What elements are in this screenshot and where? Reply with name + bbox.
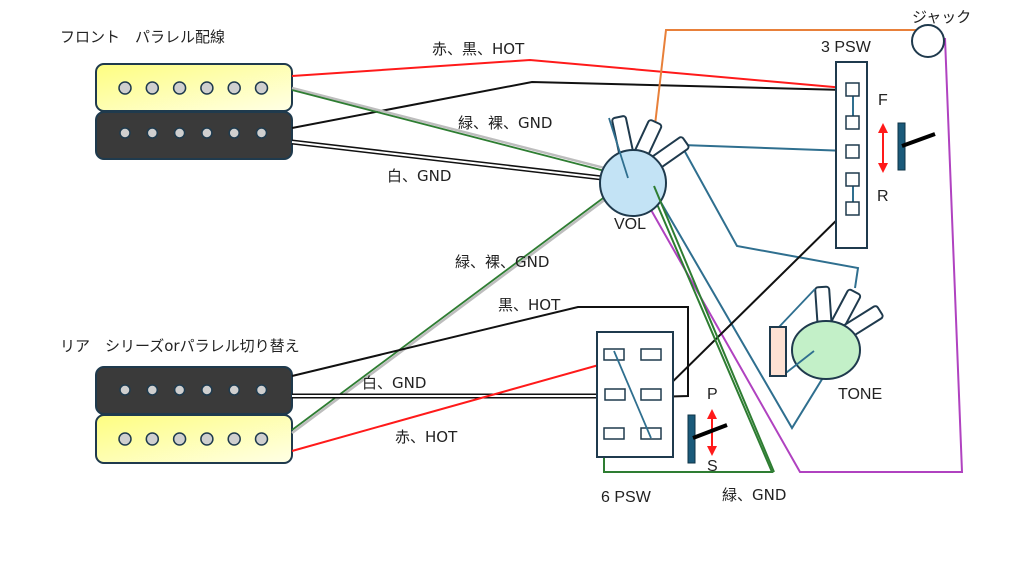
pole-piece (254, 432, 269, 446)
pole-piece (201, 384, 213, 396)
pole-pieces (118, 432, 269, 446)
pole-pieces (119, 384, 268, 396)
3psw-terminal (845, 144, 860, 159)
6psw-lever[interactable] (692, 423, 728, 440)
wire-rear-red-hot (291, 360, 614, 452)
tone-pot-body (791, 320, 861, 380)
pole-piece (146, 127, 159, 139)
pole-piece (145, 81, 160, 95)
front-pickup (95, 63, 293, 160)
wire-jack-ground-purple (637, 37, 964, 473)
6psw-terminal (640, 348, 662, 361)
pole-piece (254, 81, 269, 95)
pole-piece (146, 384, 159, 396)
wire-front-black-hot (291, 80, 846, 129)
pole-piece (228, 384, 240, 396)
wire-label-white-gnd-front: 白、GND (387, 167, 452, 185)
pole-piece (173, 127, 186, 139)
pole-piece (228, 127, 240, 139)
rear-pickup-label: リア シリーズorパラレル切り替え (60, 337, 300, 355)
output-jack[interactable] (911, 24, 945, 58)
vol-green-ground (653, 185, 775, 473)
wire-label-green-bare-gnd-rear: 緑、裸、GND (455, 253, 550, 271)
pole-piece (200, 81, 214, 95)
wire-label-white-gnd-rear: 白、GND (362, 374, 427, 392)
3psw-label: 3 PSW (821, 39, 871, 56)
pole-piece (118, 81, 132, 95)
vol-pot[interactable] (292, 90, 775, 473)
wire-label-green-bare-gnd-front: 緑、裸、GND (458, 114, 553, 132)
wire-vol-to-3psw (681, 144, 849, 152)
6psw-terminal (640, 388, 662, 401)
pole-piece (173, 384, 186, 396)
wire-label-red-black-hot: 赤、黒、HOT (432, 40, 525, 58)
6psw-position-p: P (707, 386, 718, 403)
3psw-terminal (845, 115, 860, 130)
tone-capacitor (769, 326, 787, 377)
pole-piece (119, 127, 131, 139)
6psw-terminal (603, 348, 625, 361)
pole-piece (118, 432, 132, 446)
pole-piece (227, 432, 241, 446)
three-position-switch[interactable] (835, 61, 936, 249)
front-pickup-label: フロント パラレル配線 (60, 28, 226, 46)
wire-rear-bare (291, 176, 635, 435)
tone-cap-wire (781, 350, 815, 377)
6psw-terminal (603, 427, 625, 440)
3psw-terminal (845, 201, 860, 216)
pole-piece (227, 81, 241, 95)
3psw-position-r: R (877, 188, 889, 205)
wire-jack-hot-orange (654, 29, 918, 126)
3psw-position-f: F (878, 92, 888, 109)
jack-label: ジャック (912, 8, 972, 26)
wire-label-black-hot-rear: 黒、HOT (498, 296, 561, 314)
pole-pieces (118, 81, 269, 95)
wire-vol-to-tone (683, 149, 860, 289)
wire-front-green-gnd (291, 89, 633, 179)
pole-piece (145, 432, 160, 446)
6psw-position-s: S (707, 458, 718, 475)
rear-pickup-coil-yellow (95, 414, 293, 464)
pole-piece (255, 127, 268, 139)
wire-rear-green-gnd (291, 177, 631, 431)
6psw-terminal (640, 427, 662, 440)
6psw-terminal (604, 388, 626, 401)
wire-label-red-hot-rear: 赤、HOT (395, 428, 458, 446)
wire-3psw-r-to-6psw (654, 208, 849, 400)
6psw-jumper (613, 350, 652, 439)
wire-front-white-gnd-core (291, 141, 629, 182)
tone-pot[interactable] (769, 285, 884, 380)
rear-pickup (95, 366, 293, 464)
front-pickup-coil-black (95, 111, 293, 160)
pole-piece (172, 81, 187, 95)
tone-to-cap-wire (778, 288, 816, 328)
wire-label-green-gnd: 緑、GND (722, 486, 787, 504)
vol-wiper-wire (608, 117, 629, 179)
pole-pieces (119, 127, 268, 139)
pole-piece (172, 432, 187, 446)
tone-label: TONE (838, 386, 883, 403)
3psw-terminal (845, 82, 860, 97)
vol-pot-body (599, 149, 667, 217)
pole-piece (255, 384, 268, 396)
6psw-label: 6 PSW (601, 489, 651, 506)
six-position-switch[interactable] (596, 331, 728, 464)
pole-piece (200, 432, 214, 446)
pole-piece (119, 384, 131, 396)
wire-front-red-hot (291, 58, 846, 89)
wire-front-bare (291, 86, 637, 178)
pole-piece (201, 127, 213, 139)
3psw-lever[interactable] (901, 132, 936, 148)
vol-label: VOL (614, 216, 647, 233)
3psw-terminal (845, 172, 860, 187)
wire-rear-black-hot (291, 306, 689, 398)
